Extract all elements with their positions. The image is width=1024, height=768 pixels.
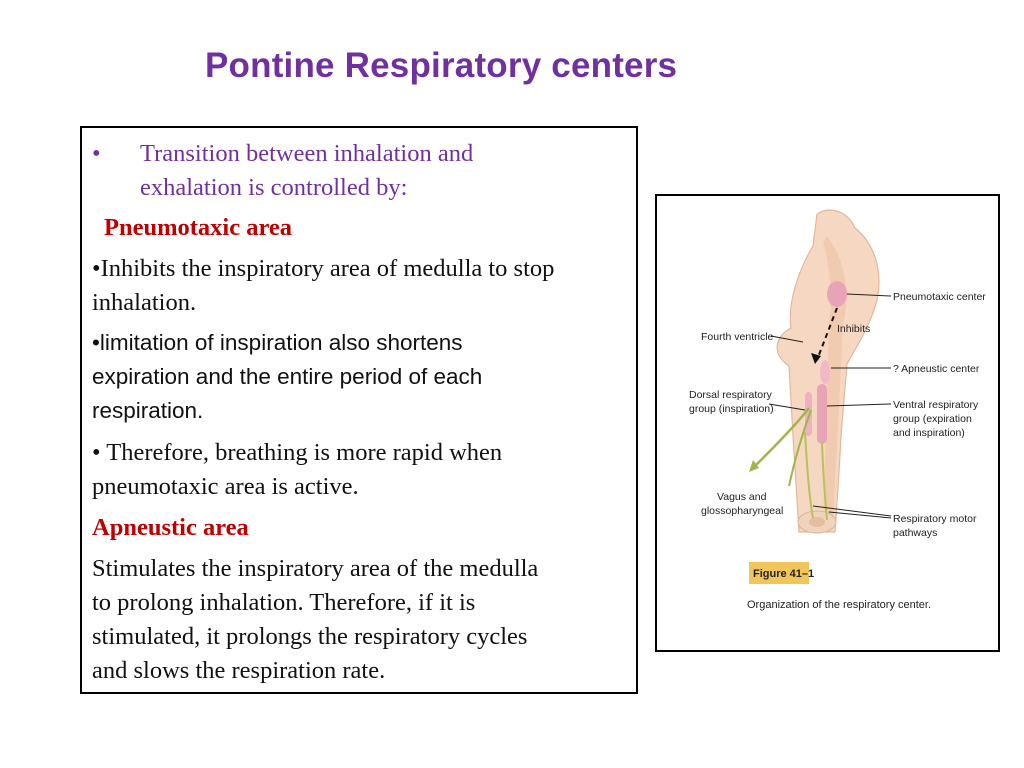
label-fourth-ventricle: Fourth ventricle (701, 331, 774, 343)
inhibits-arrowhead (811, 353, 821, 364)
pneumotaxic-center-shape (827, 281, 847, 307)
apneustic-heading: Apneustic area (92, 514, 249, 541)
motor-pathway-1 (804, 431, 814, 519)
leader-ventral (826, 403, 892, 407)
brainstem-shading (823, 236, 847, 526)
vagus-nerve-arrowhead (749, 460, 759, 472)
text-box: • Transition between inhalation and exha… (80, 126, 638, 694)
inhibits-arrow (816, 307, 838, 361)
intro-line-1: Transition between inhalation and (140, 140, 474, 167)
p1-line-1: •Inhibits the inspiratory area of medull… (92, 255, 555, 282)
leader-motor-1 (812, 505, 892, 517)
p2-line-2: expiration and the entire period of each (92, 364, 483, 389)
caption-tag-band (749, 562, 809, 584)
p4-line-1: Stimulates the inspiratory area of the m… (92, 555, 539, 582)
label-pneumotaxic-center: Pneumotaxic center (893, 291, 986, 303)
p1-line-2: inhalation. (92, 289, 197, 316)
label-apneustic-center: ? Apneustic center (893, 363, 980, 375)
label-inhibits: Inhibits (837, 323, 870, 335)
figure-caption: Organization of the respiratory center. (747, 599, 931, 611)
p2-line-3: respiration. (92, 398, 204, 423)
label-vagus-line-1: Vagus and (717, 491, 767, 503)
spinal-cord-core (809, 517, 825, 527)
leader-motor-2 (828, 511, 892, 519)
label-ventral-line-3: and inspiration) (893, 427, 965, 439)
pneumotaxic-heading: Pneumotaxic area (104, 214, 293, 241)
intro-text: Transition between inhalation and exhala… (140, 137, 590, 205)
vagus-nerve (752, 407, 810, 469)
intro-line-2: exhalation is controlled by: (140, 174, 408, 201)
p3-line-1: • Therefore, breathing is more rapid whe… (92, 439, 503, 466)
p4-line-4: and slows the respiration rate. (92, 657, 386, 684)
caption-tag: Figure 41–1 (753, 568, 814, 580)
label-motor-line-1: Respiratory motor (893, 513, 977, 525)
pneumotaxic-paragraph-1: •Inhibits the inspiratory area of medull… (92, 252, 636, 320)
leader-fourth-ventricle (770, 335, 804, 343)
pneumotaxic-paragraph-3: • Therefore, breathing is more rapid whe… (92, 436, 636, 504)
respiratory-center-diagram: Pneumotaxic center Inhibits Fourth ventr… (689, 209, 986, 611)
ventral-group-shape (817, 384, 827, 444)
label-vagus-line-2: glossopharyngeal (701, 505, 783, 517)
apneustic-center-shape (820, 360, 830, 384)
apneustic-paragraph: Stimulates the inspiratory area of the m… (92, 552, 636, 688)
label-dorsal-line-2: group (inspiration) (689, 403, 774, 415)
label-ventral-line-2: group (expiration (893, 413, 972, 425)
p4-line-3: stimulated, it prolongs the respiratory … (92, 623, 528, 650)
pneumotaxic-paragraph-2: •limitation of inspiration also shortens… (92, 326, 636, 428)
glossopharyngeal-nerve (788, 409, 812, 487)
bullet-dot: • (92, 140, 101, 167)
p3-line-2: pneumotaxic area is active. (92, 473, 359, 500)
motor-pathway-2 (821, 441, 828, 521)
label-ventral-line-1: Ventral respiratory (893, 399, 979, 411)
slide-title: Pontine Respiratory centers (205, 46, 678, 85)
leader-dorsal (768, 403, 806, 411)
figure-frame: Pneumotaxic center Inhibits Fourth ventr… (655, 194, 1000, 652)
label-dorsal-line-1: Dorsal respiratory (689, 389, 773, 401)
p2-line-1: •limitation of inspiration also shortens (92, 330, 463, 355)
p4-line-2: to prolong inhalation. Therefore, if it … (92, 589, 476, 616)
label-motor-line-2: pathways (893, 527, 937, 539)
leader-pneumotaxic (846, 293, 892, 297)
